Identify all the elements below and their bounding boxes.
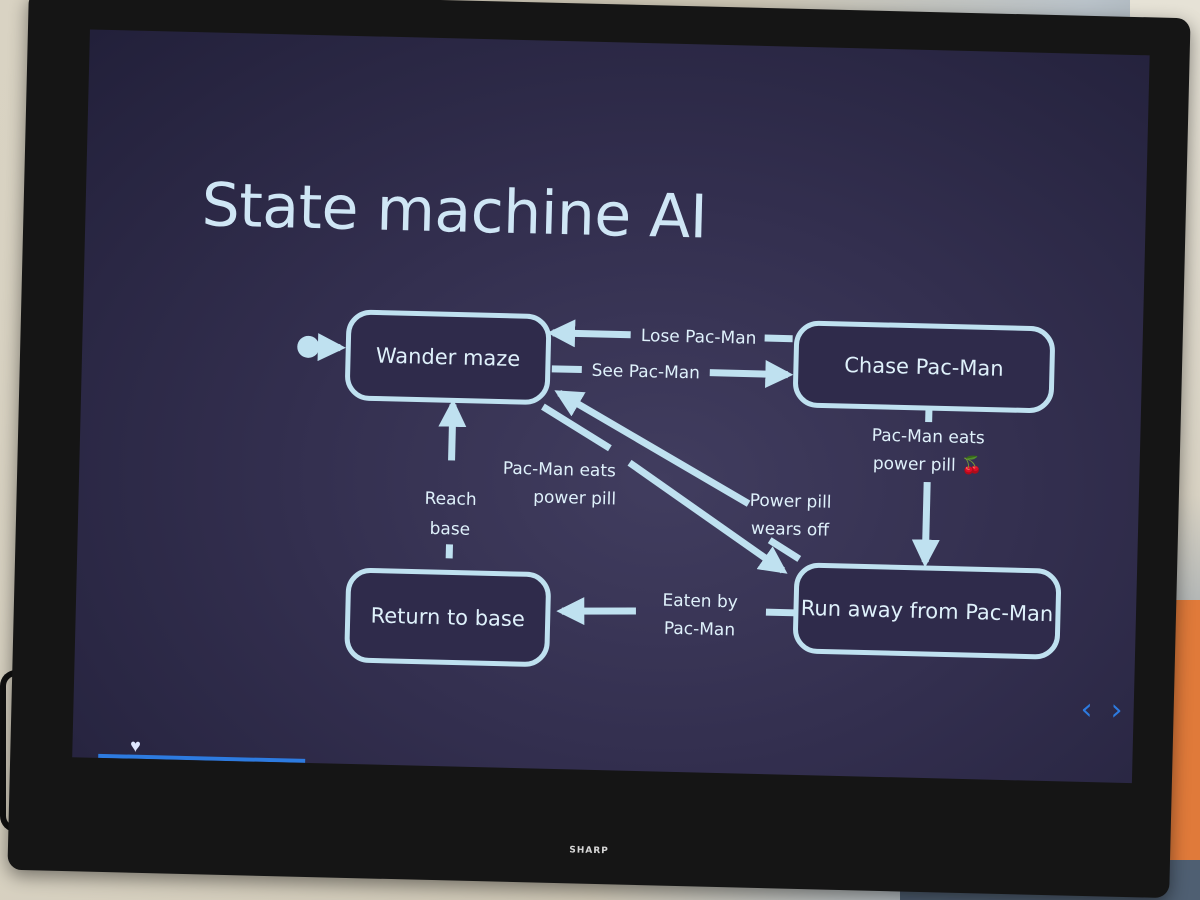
display-bezel: State machine AI — [7, 0, 1191, 899]
chevron-right-icon[interactable]: › — [1110, 692, 1124, 728]
edge-label-wander-power-pill-line2: power pill — [533, 487, 616, 509]
edge-label-chase-power-pill-line1: Pac-Man eats — [872, 426, 986, 449]
edge-chase-to-wander-tail — [764, 334, 793, 343]
edge-wander-to-runaway-tail — [627, 459, 788, 574]
state-run-away: Run away from Pac-Man — [793, 562, 1061, 660]
edge-label-reach-line1: Reach — [424, 489, 477, 510]
edge-label-wears-off-line1: Power pill — [750, 491, 832, 513]
edge-label-see-pacman: See Pac-Man — [591, 361, 700, 384]
slide-screen: State machine AI — [72, 29, 1150, 784]
transition-edges — [438, 319, 940, 626]
edge-label-reach-line2: base — [429, 519, 470, 540]
edge-wander-to-chase-tail — [709, 360, 794, 389]
edge-runaway-to-return — [765, 608, 795, 617]
edge-return-to-wander-tail — [438, 398, 467, 461]
state-label: Chase Pac-Man — [844, 353, 1004, 381]
chevron-left-icon[interactable]: ‹ — [1080, 691, 1094, 728]
state-label: Return to base — [370, 603, 525, 631]
state-wander-maze: Wander maze — [345, 309, 552, 405]
state-diagram: Wander maze Chase Pac-Man Run away from … — [297, 309, 1061, 667]
edge-runaway-to-return-tail — [556, 597, 636, 626]
edge-runaway-to-wander — [767, 537, 802, 562]
edge-runaway-to-wander-tail — [554, 389, 751, 507]
state-return-to-base: Return to base — [344, 567, 551, 667]
edge-label-chase-power-pill-line2: power pill 🍒 — [873, 453, 983, 477]
state-label: Wander maze — [376, 344, 521, 372]
edge-chase-to-wander — [547, 319, 631, 348]
edge-label-lose-pacman: Lose Pac-Man — [641, 326, 757, 349]
edge-label-eaten-line1: Eaten by — [662, 591, 738, 613]
edge-chase-to-runaway-tail — [911, 481, 940, 568]
display-brand-logo: SHARP — [569, 845, 609, 857]
edge-label-wander-power-pill-line1: Pac-Man eats — [503, 459, 617, 482]
edge-wander-to-chase — [551, 365, 582, 374]
edge-wander-to-runaway — [541, 403, 612, 452]
edge-label-wears-off-line2: wears off — [751, 519, 831, 541]
edge-label-eaten-line2: Pac-Man — [664, 619, 736, 641]
initial-state-marker — [297, 333, 346, 362]
state-chase-pacman: Chase Pac-Man — [793, 320, 1055, 414]
